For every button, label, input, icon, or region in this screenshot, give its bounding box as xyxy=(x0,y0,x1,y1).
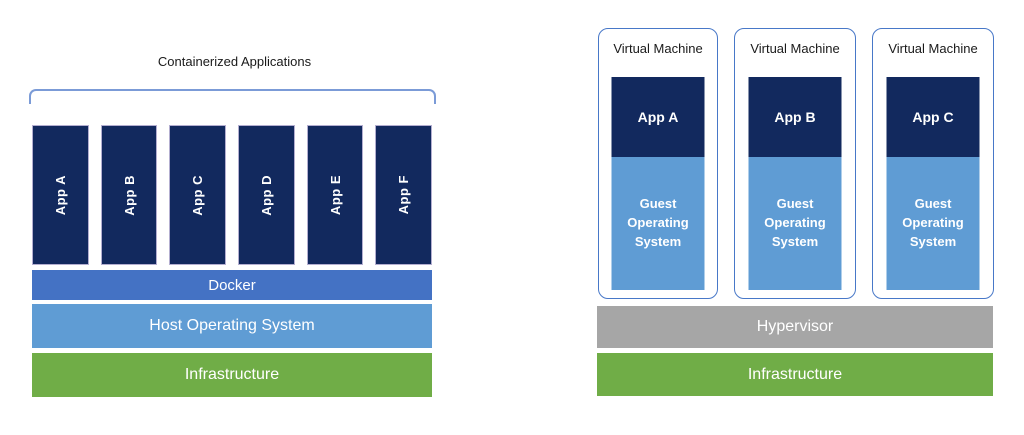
app-label: App F xyxy=(396,175,412,215)
container-apps-row: App A App B App C App D App E App F xyxy=(32,125,433,265)
virtual-machine-box: Virtual Machine App C Guest Operating Sy… xyxy=(872,28,994,299)
guest-os-box: Guest Operating System xyxy=(748,157,842,290)
infrastructure-left-label: Infrastructure xyxy=(184,366,280,383)
vm-app-box: App C xyxy=(886,77,980,157)
host-os-layer-label: Host Operating System xyxy=(149,317,315,334)
app-label: App C xyxy=(190,174,206,216)
virtual-machine-title: Virtual Machine xyxy=(888,41,978,56)
guest-os-box: Guest Operating System xyxy=(611,157,705,290)
containerized-applications-title: Containerized Applications xyxy=(157,54,312,69)
container-app-box: App C xyxy=(169,125,227,265)
vm-stack: App A Guest Operating System xyxy=(611,77,705,290)
app-label: App B xyxy=(121,174,137,216)
vm-stack: App C Guest Operating System xyxy=(886,77,980,290)
infrastructure-layer-right: Infrastructure xyxy=(597,353,993,396)
container-app-box: App F xyxy=(375,125,433,265)
virtual-machine-title: Virtual Machine xyxy=(750,41,840,56)
docker-layer-label: Docker xyxy=(208,276,256,294)
app-label: App A xyxy=(52,174,68,216)
container-app-box: App E xyxy=(306,125,364,265)
virtual-machine-box: Virtual Machine App A Guest Operating Sy… xyxy=(598,28,718,299)
hypervisor-layer: Hypervisor xyxy=(597,306,993,348)
host-operating-system-layer: Host Operating System xyxy=(32,304,432,348)
hypervisor-layer-label: Hypervisor xyxy=(756,318,834,335)
infrastructure-layer-left: Infrastructure xyxy=(32,353,432,397)
app-label: App E xyxy=(327,174,343,216)
grouping-bracket-shape xyxy=(29,89,436,104)
guest-os-box: Guest Operating System xyxy=(886,157,980,290)
container-app-box: App B xyxy=(100,125,158,265)
virtual-machine-box: Virtual Machine App B Guest Operating Sy… xyxy=(734,28,856,299)
vm-stack: App B Guest Operating System xyxy=(748,77,842,290)
vm-app-box: App A xyxy=(611,77,705,157)
docker-layer: Docker xyxy=(32,270,432,300)
vm-app-box: App B xyxy=(748,77,842,157)
container-app-box: App D xyxy=(238,125,295,265)
container-app-box: App A xyxy=(32,125,89,265)
app-label: App D xyxy=(258,174,274,216)
infrastructure-right-label: Infrastructure xyxy=(747,365,843,383)
virtual-machine-title: Virtual Machine xyxy=(613,41,703,56)
